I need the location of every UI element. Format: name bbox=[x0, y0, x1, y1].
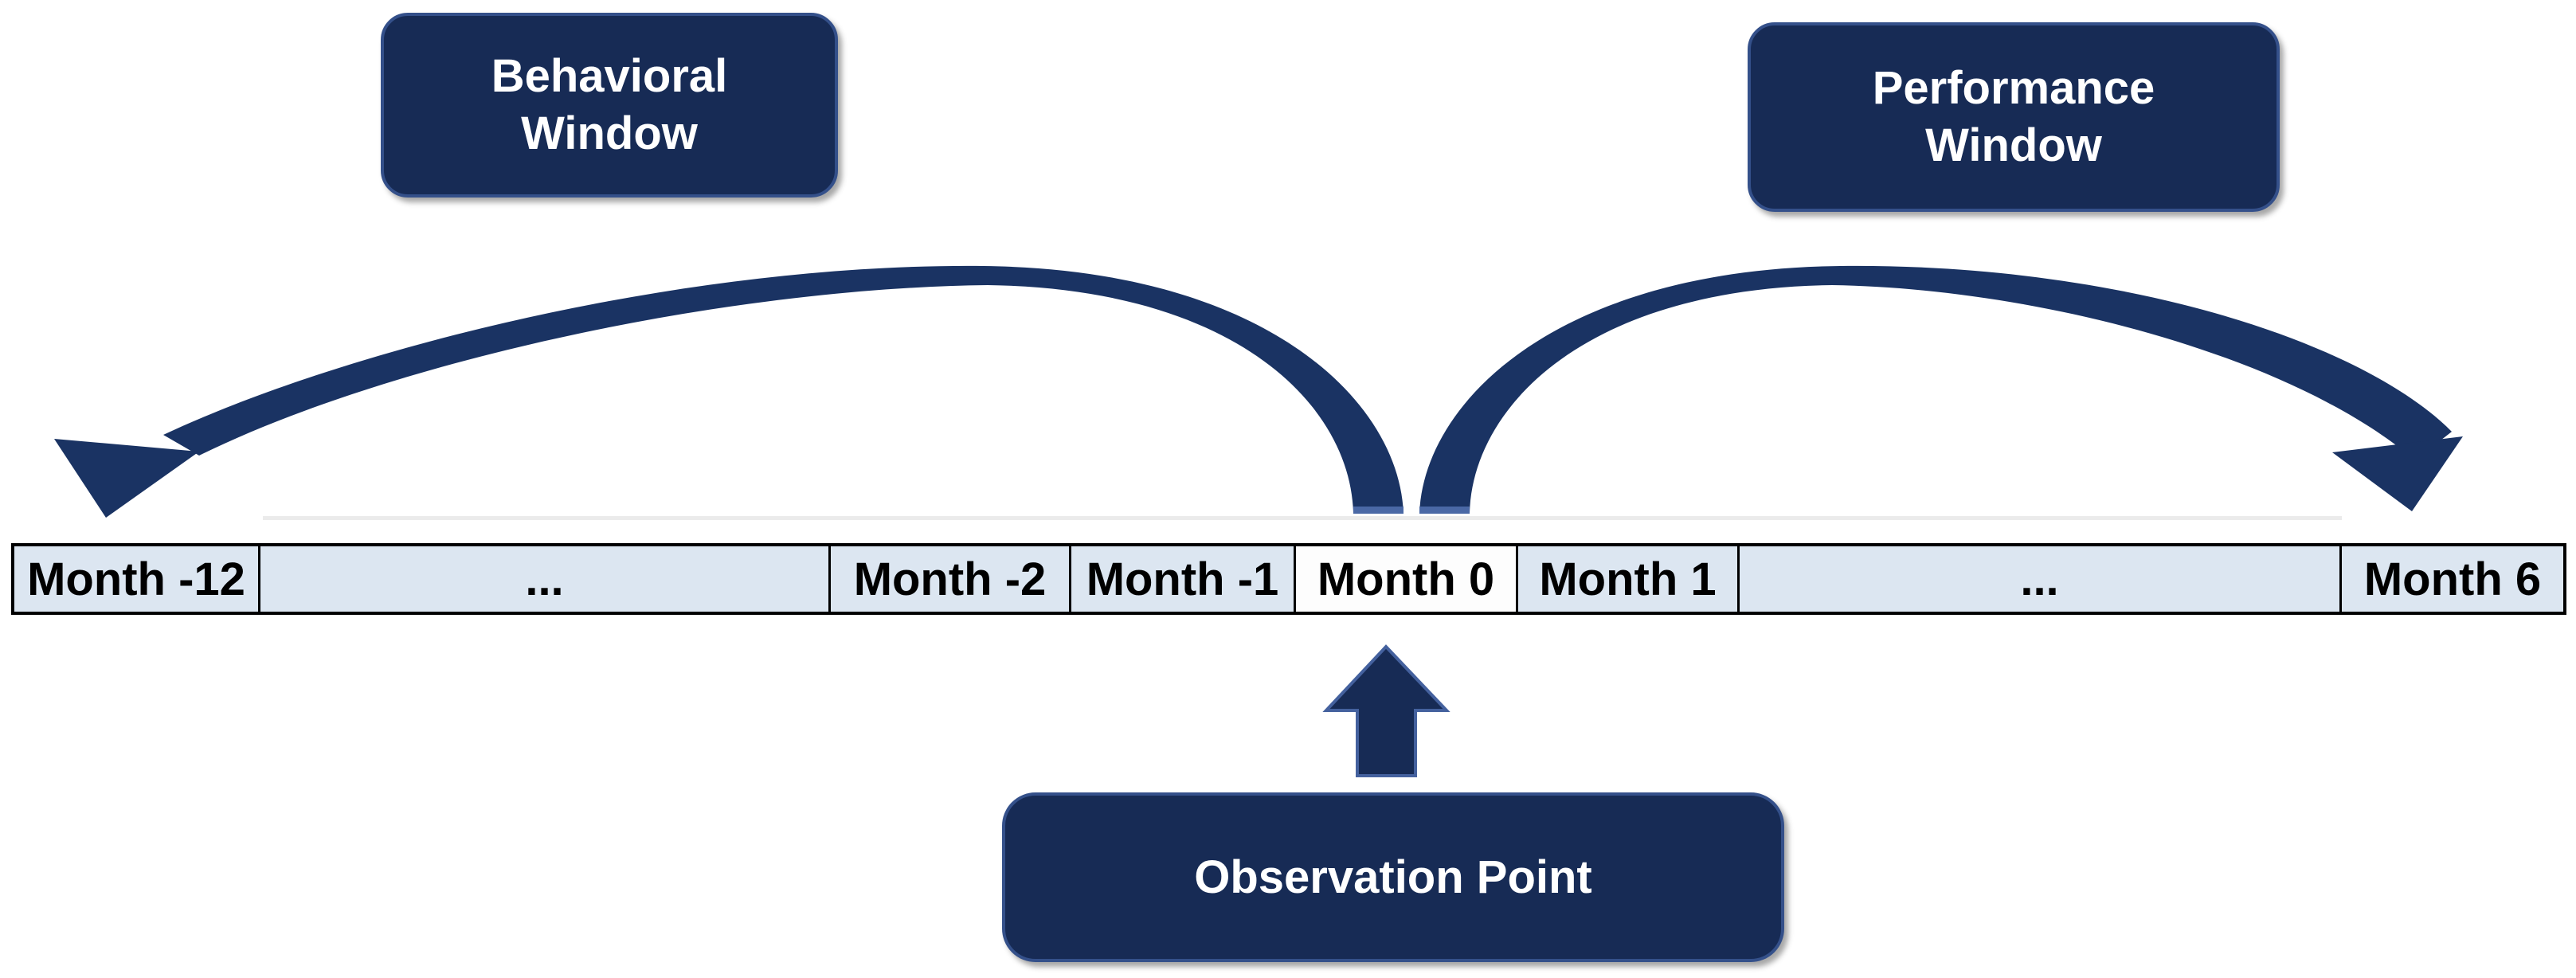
timeline-cell-month-minus-12: Month -12 bbox=[14, 546, 258, 612]
timeline-cell-month-minus-1: Month -1 bbox=[1069, 546, 1294, 612]
timeline-cell-month-1: Month 1 bbox=[1516, 546, 1737, 612]
behavioral-window-box: Behavioral Window bbox=[381, 13, 838, 198]
behavioral-window-label-line1: Behavioral bbox=[491, 50, 728, 102]
performance-window-curved-arrow-icon bbox=[1419, 265, 2463, 514]
timeline-cell-month-0: Month 0 bbox=[1294, 546, 1516, 612]
timeline-cell-month-6: Month 6 bbox=[2339, 546, 2563, 612]
behavioral-window-curved-arrow-icon bbox=[54, 265, 1403, 518]
observation-point-box: Observation Point bbox=[1002, 792, 1784, 962]
observation-point-up-arrow-icon bbox=[1322, 644, 1450, 777]
timeline-cell-month-minus-2: Month -2 bbox=[828, 546, 1069, 612]
performance-window-label-line2: Window bbox=[1925, 119, 2102, 171]
arc-shadow-line bbox=[263, 516, 2342, 520]
behavioral-window-label-line2: Window bbox=[521, 108, 698, 159]
timeline-table: Month -12 ... Month -2 Month -1 Month 0 … bbox=[11, 543, 2566, 615]
performance-window-label-line1: Performance bbox=[1872, 62, 2155, 114]
timeline-cell-ellipsis-left: ... bbox=[258, 546, 828, 612]
performance-window-box: Performance Window bbox=[1748, 22, 2280, 212]
observation-point-label: Observation Point bbox=[1194, 851, 1592, 903]
timeline-cell-ellipsis-right: ... bbox=[1737, 546, 2339, 612]
